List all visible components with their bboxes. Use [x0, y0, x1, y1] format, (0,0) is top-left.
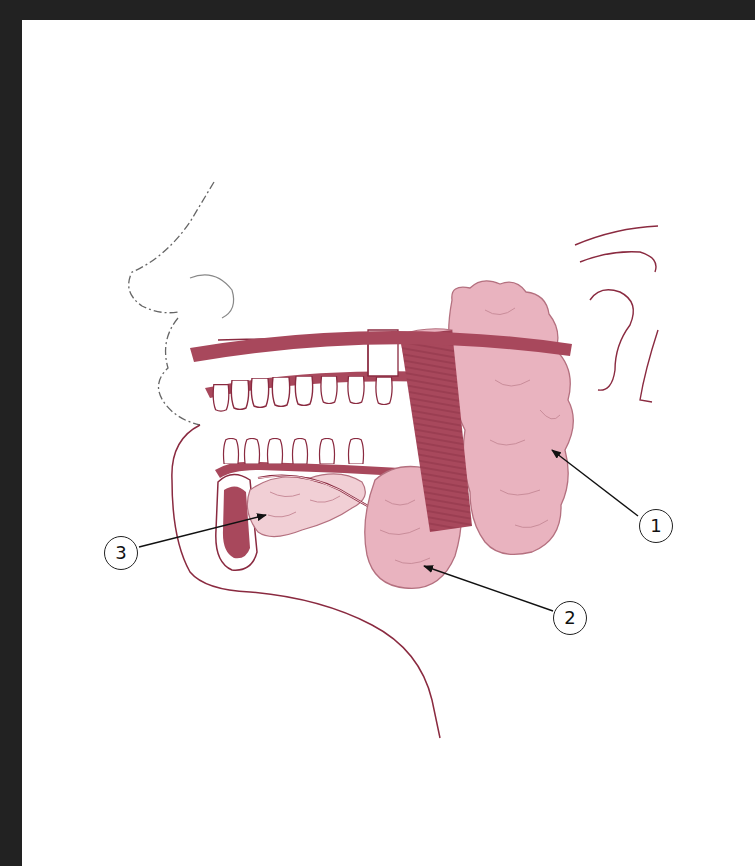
leader-arrow [552, 450, 638, 516]
lower-tooth [319, 438, 334, 464]
ear-outline [640, 330, 658, 402]
upper-tooth [295, 376, 312, 406]
lower-tooth [244, 438, 259, 464]
lip-outline [158, 318, 200, 425]
ear-outline [580, 252, 656, 272]
lower-tooth [348, 438, 363, 464]
callout-number: 3 [104, 536, 138, 570]
upper-tooth [321, 376, 337, 404]
sublingual-gland [247, 474, 365, 537]
leader-arrow [424, 566, 553, 611]
upper-tooth [231, 380, 248, 410]
lower-tooth [292, 438, 307, 464]
upper-tooth [213, 385, 229, 412]
frame-band [0, 0, 22, 866]
frame-band [0, 0, 755, 20]
zygomatic-arch [190, 331, 572, 362]
gland-lobule-lines [268, 492, 340, 517]
masseter-muscle [400, 330, 472, 532]
leader-arrow [139, 515, 266, 547]
callout-number: 1 [639, 509, 673, 543]
submandibular-duct [258, 476, 385, 515]
callout-number: 2 [553, 601, 587, 635]
lower-tooth [267, 438, 282, 464]
upper-tooth [348, 376, 364, 404]
upper-tooth [376, 377, 392, 405]
nostril-line [190, 275, 234, 318]
submandibular-duct-lumen [258, 476, 385, 515]
nose-outline [129, 182, 214, 313]
upper-tooth [251, 378, 268, 408]
lower-tooth [223, 438, 238, 464]
upper-tooth [272, 377, 289, 407]
ear-outline [575, 226, 658, 245]
ear-outline [590, 290, 633, 390]
